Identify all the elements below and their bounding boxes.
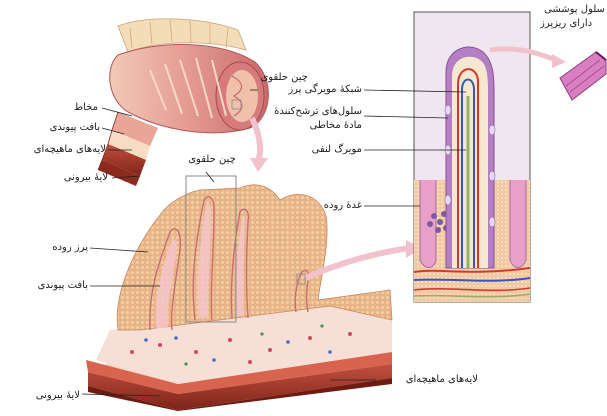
intestine-segment: [98, 19, 268, 186]
epithelial-cells: [560, 52, 606, 100]
label-muscle-bottom: لایه‌های ماهیچه‌ای: [380, 374, 478, 386]
label-lacteal: مویرگ لنفی: [286, 144, 362, 156]
label-intestinal-gland: غدهٔ روده: [286, 200, 362, 212]
label-muscle-top: لایه‌های ماهیچه‌ای: [10, 144, 106, 156]
label-capillary-network: شبکهٔ مویرگی پرز: [262, 84, 362, 96]
label-plica-top: چین حلقوی: [268, 72, 308, 84]
label-epithelial-line2: دارای ریزپرز: [540, 18, 606, 30]
zoom-arrow-1: [252, 118, 260, 162]
label-plica-mid: چین حلقوی: [188, 154, 236, 166]
label-serosa-bottom: لایهٔ بیرونی: [2, 390, 80, 402]
label-mucus-cells-line1: سلول‌های ترشح‌کنندهٔ: [252, 106, 362, 118]
label-connective-top: بافت پیوندی: [30, 122, 100, 134]
label-epithelial-line1: سلول پوششی: [544, 4, 606, 16]
label-serosa-top: لایهٔ بیرونی: [30, 172, 108, 184]
plica-block: [86, 185, 392, 411]
label-mucus-cells-line2: مادهٔ مخاطی: [272, 120, 362, 132]
label-connective-mid: بافت پیوندی: [14, 280, 88, 292]
villus-panel: [414, 12, 530, 302]
label-villus: پرز روده: [14, 242, 88, 254]
label-mucosa: مخاط: [30, 102, 98, 114]
